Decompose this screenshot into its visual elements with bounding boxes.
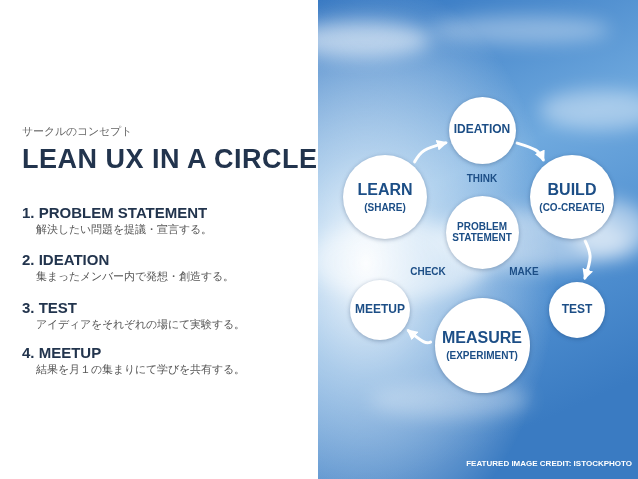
phase-label: MAKE bbox=[509, 266, 538, 277]
circle-content: MEETUP bbox=[355, 303, 405, 317]
phase-label: THINK bbox=[467, 173, 498, 184]
circle-content: BUILD (CO-CREATE) bbox=[539, 181, 604, 214]
list-heading: 4. MEETUP bbox=[22, 344, 101, 361]
phase-circle: IDEATION bbox=[449, 97, 516, 164]
sun-glow bbox=[318, 0, 638, 479]
subtitle: サークルのコンセプト bbox=[22, 124, 132, 139]
list-note: アイディアをそれぞれの場にて実験する。 bbox=[36, 317, 245, 332]
list-heading: 2. IDEATION bbox=[22, 251, 109, 268]
phase-circle: MEASURE (EXPERIMENT) bbox=[435, 298, 530, 393]
cycle-arrow bbox=[415, 143, 446, 162]
cycle-arrow bbox=[517, 143, 543, 160]
circle-content: IDEATION bbox=[454, 123, 510, 137]
circle-title: MEASURE bbox=[442, 329, 522, 347]
image-credit: FEATURED IMAGE CREDIT: ISTOCKPHOTO bbox=[466, 459, 632, 468]
title: LEAN UX IN A CIRCLE bbox=[22, 144, 318, 175]
cycle-arrow bbox=[585, 241, 590, 278]
list-heading: 3. TEST bbox=[22, 299, 77, 316]
circle-content: PROBLEM STATEMENT bbox=[452, 221, 512, 244]
circle-subtitle: (SHARE) bbox=[364, 202, 406, 214]
phase-circle: BUILD (CO-CREATE) bbox=[530, 155, 614, 239]
phase-circle: LEARN (SHARE) bbox=[343, 155, 427, 239]
phase-label: CHECK bbox=[410, 266, 446, 277]
step-circle: MEETUP bbox=[350, 280, 410, 340]
circle-title: TEST bbox=[562, 303, 593, 317]
list-note: 解決したい問題を提議・宣言する。 bbox=[36, 222, 212, 237]
center-circle: PROBLEM STATEMENT bbox=[446, 196, 519, 269]
list-heading: 1. PROBLEM STATEMENT bbox=[22, 204, 207, 221]
list-note: 集まったメンバー内で発想・創造する。 bbox=[36, 269, 234, 284]
list-note: 結果を月１の集まりにて学びを共有する。 bbox=[36, 362, 245, 377]
cycle-arrow bbox=[408, 331, 430, 343]
circle-subtitle: (EXPERIMENT) bbox=[446, 350, 518, 362]
circle-title: IDEATION bbox=[454, 123, 510, 137]
circle-title: PROBLEM STATEMENT bbox=[452, 221, 512, 244]
sky bbox=[318, 0, 638, 479]
circle-title: MEETUP bbox=[355, 303, 405, 317]
circle-title: LEARN bbox=[357, 181, 412, 199]
step-circle: TEST bbox=[549, 282, 605, 338]
circle-content: TEST bbox=[562, 303, 593, 317]
circle-content: LEARN (SHARE) bbox=[357, 181, 412, 214]
circle-content: MEASURE (EXPERIMENT) bbox=[442, 329, 522, 362]
circle-title: BUILD bbox=[548, 181, 597, 199]
circle-subtitle: (CO-CREATE) bbox=[539, 202, 604, 214]
